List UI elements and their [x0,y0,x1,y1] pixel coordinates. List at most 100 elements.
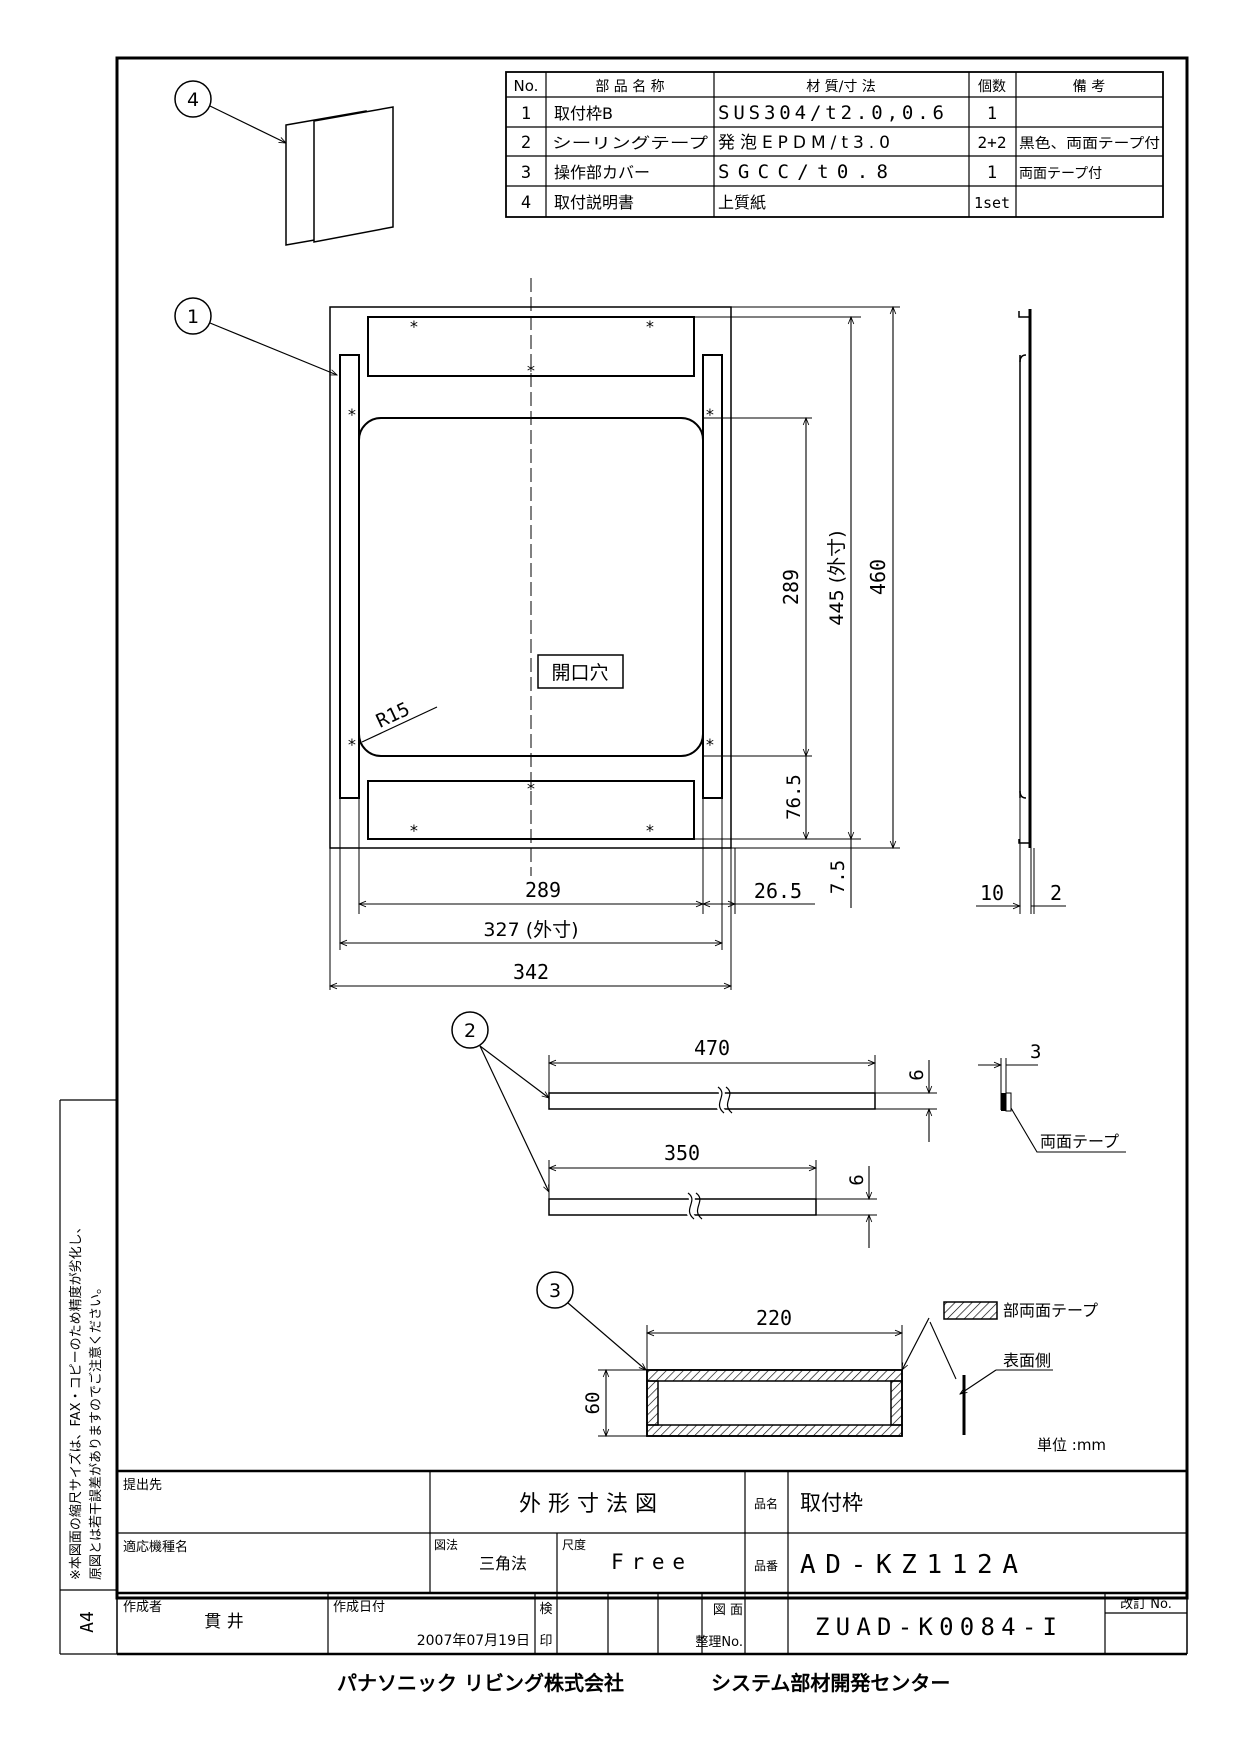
dim-76-5: 76.5 [783,774,805,820]
row-qty: 1 [987,104,997,124]
svg-text:2: 2 [464,1020,476,1042]
dim-220: 220 [756,1306,792,1330]
row-no: 4 [521,193,531,213]
row-material: 発泡EPDM/t3.0 [718,133,890,153]
dim-289-horizontal: 289 [525,878,561,902]
table-header-name: 部 品 名 称 [595,79,664,95]
author: 貫 井 [204,1612,243,1632]
mounting-frame-side-view: 10 2 [976,309,1066,914]
svg-text:*: * [705,405,715,424]
svg-text:*: * [347,405,357,424]
dim-6-short: 6 [846,1174,868,1185]
dim-6-long: 6 [906,1069,928,1080]
parts-table: No. 部 品 名 称 材 質/寸 法 個数 備 考 1 取付枠B SUS304… [505,71,1164,218]
sealing-tape-long: 470 6 [549,1036,937,1142]
paper-size-label: A4 [77,1611,98,1633]
side-note: ※本図面の縮尺サイズは、FAX・コピーのため精度が劣化し、 原図とは若干誤差があ… [59,1099,117,1655]
side-note-line2: 原図とは若干誤差がありますのでご注意ください。 [88,1281,104,1580]
svg-text:*: * [645,317,655,336]
product-name-label: 品名 [754,1496,778,1511]
mounting-frame-front-view: *** ** ** *** 開口穴 R15 [329,278,732,876]
double-sided-tape-label: 両面テープ [1040,1132,1119,1151]
dim-289-vertical: 289 [779,569,803,605]
tape-cross-section: 3 両面テープ [978,1041,1126,1153]
table-header-no: No. [514,77,539,95]
drawing-no-label-top: 図 面 [713,1603,743,1618]
dim-342: 342 [513,960,549,984]
row-material: SGCC/t0.8 [718,161,888,183]
hatch-legend-label: 部両面テープ [1003,1301,1098,1320]
row-name: 取付説明書 [554,193,634,212]
row-no: 3 [521,163,531,183]
dim-470: 470 [694,1036,730,1060]
dim-7-5: 7.5 [827,860,849,894]
part-no-label: 品番 [754,1559,778,1573]
revision-label: 改訂 No. [1120,1596,1172,1612]
company-name: パナソニック リビング株式会社 [337,1671,624,1695]
surface-side-label: 表面側 [1003,1351,1051,1370]
horizontal-dimensions: 289 26.5 327 (外寸) 342 [330,756,815,990]
row-name: シーリングテープ [552,134,708,152]
svg-text:*: * [409,821,419,840]
fastener-marks: *** ** ** *** [347,317,715,840]
svg-text:*: * [526,779,536,798]
balloon-3: 3 [536,1271,646,1370]
dim-350: 350 [664,1141,700,1165]
opening-hole-label: 開口穴 [551,662,608,684]
dim-26-5: 26.5 [754,879,802,903]
date-label: 作成日付 [333,1600,385,1615]
dim-3: 3 [1030,1041,1041,1063]
dim-445: 445 (外寸) [826,530,848,625]
operation-cover-view: 220 60 部両面テープ 表面側 [582,1301,1098,1436]
model-label: 適応機種名 [123,1539,188,1555]
check-label-bottom: 印 [539,1634,552,1649]
row-material: 上質紙 [718,193,766,212]
part-no: AD-KZ112A [800,1550,1018,1580]
row-name: 操作部カバー [554,163,650,182]
drawing-border [115,56,1189,1600]
instruction-sheets [285,106,394,246]
drawing-no: ZUAD-K0084-I [815,1613,1057,1641]
title-block: 提出先 外 形 寸 法 図 品名 取付枠 適応機種名 図法 三角法 尺度 Fre… [116,1469,1188,1656]
dim-327: 327 (外寸) [483,919,578,941]
date: 2007年07月19日 [417,1633,530,1649]
drawing-title: 外 形 寸 法 図 [519,1492,657,1517]
scale-label: 尺度 [562,1537,586,1552]
svg-text:1: 1 [187,306,199,328]
row-qty: 1set [974,194,1010,212]
svg-text:4: 4 [187,89,199,111]
svg-text:*: * [347,735,357,754]
svg-text:3: 3 [549,1280,561,1302]
radius-label: R15 [373,698,413,732]
submit-to-label: 提出先 [123,1477,162,1493]
table-header-qty: 個数 [978,79,1006,95]
author-label: 作成者 [123,1600,162,1615]
side-note-line1: ※本図面の縮尺サイズは、FAX・コピーのため精度が劣化し、 [68,1220,84,1580]
row-no: 1 [521,104,531,124]
department-name: システム部材開発センター [711,1671,950,1695]
table-row: 4 取付説明書 上質紙 1set [521,193,1010,213]
row-material: SUS304/t2.0,0.6 [718,102,944,124]
row-no: 2 [521,133,531,153]
scale: Free [611,1550,685,1574]
svg-text:*: * [705,735,715,754]
dim-460: 460 [866,559,890,595]
vertical-dimensions: 289 76.5 445 (外寸) 7.5 460 [694,307,900,908]
check-label-top: 検 [539,1602,552,1617]
row-note: 両面テープ付 [1019,166,1102,182]
row-qty: 2+2 [978,133,1007,152]
svg-text:*: * [409,317,419,336]
table-row: 3 操作部カバー SGCC/t0.8 1 両面テープ付 [521,161,1102,183]
projection: 三角法 [479,1554,527,1573]
dim-10: 10 [980,881,1004,905]
projection-label: 図法 [434,1538,458,1552]
svg-text:*: * [645,821,655,840]
dim-2: 2 [1050,881,1062,905]
hatch-legend-swatch [943,1301,998,1320]
drawing-no-label-bottom: 整理No. [695,1635,743,1650]
product-name: 取付枠 [800,1491,863,1515]
table-row: 2 シーリングテープ 発泡EPDM/t3.0 2+2 黒色、両面テープ付 [521,133,1160,153]
row-qty: 1 [987,163,997,183]
table-row: 1 取付枠B SUS304/t2.0,0.6 1 [521,102,997,124]
